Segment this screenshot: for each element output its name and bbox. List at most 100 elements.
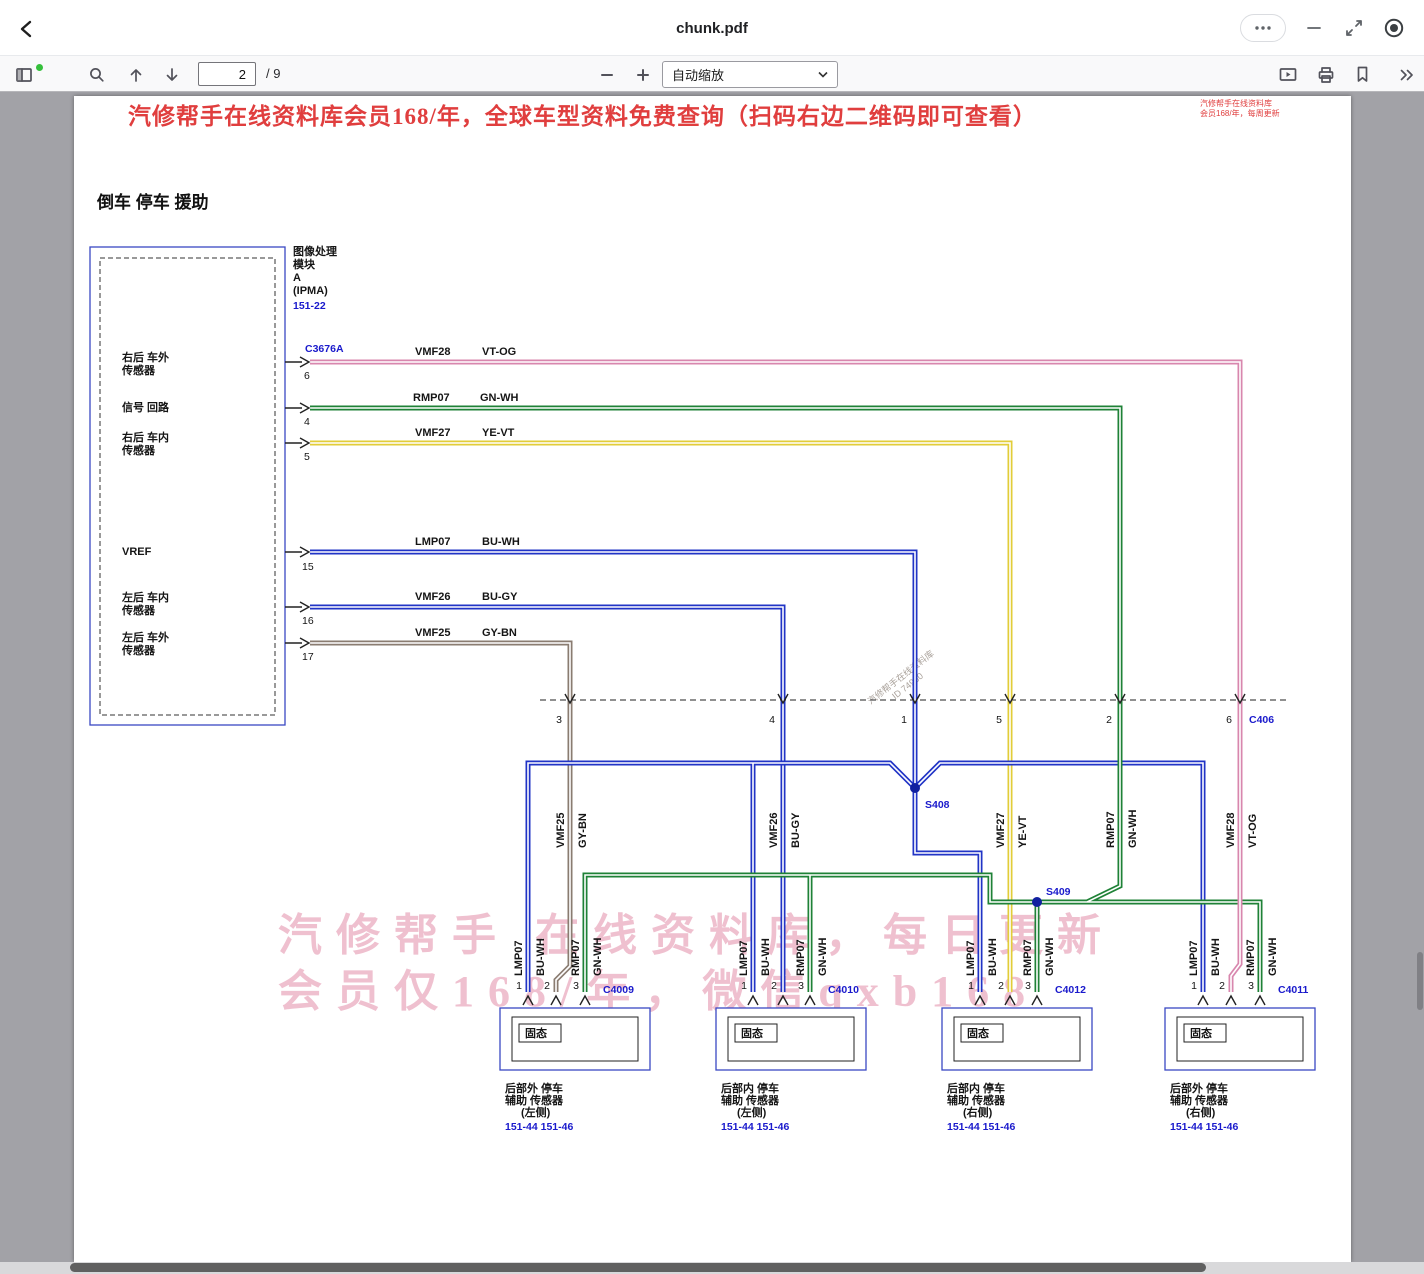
sensor-pin-number: 3 [798,980,804,992]
sensor-wire-circuit: LMP07 [513,941,525,976]
previous-page-button[interactable] [122,61,149,88]
module-pin-number: 4 [304,416,310,428]
wire-circuit-label: VMF28 [415,346,450,358]
horizontal-scrollbar-thumb[interactable] [70,1263,1206,1272]
pin-function-label: 右后 车内 [121,430,169,444]
module-name-line2: 模块 [293,257,316,271]
sensor-page-refs: 151-44 151-46 [1170,1121,1238,1133]
wire-core [309,642,571,993]
sensor-page-refs: 151-44 151-46 [721,1121,789,1133]
c406-pin-arrows [564,693,1246,705]
sensor-pin-number: 1 [1191,980,1197,992]
sensor-pin-number: 2 [1219,980,1225,992]
sensor-connector-label: C4011 [1278,984,1309,996]
zoom-out-button[interactable] [593,61,620,88]
sensor-caption: 后部外 停车 [505,1081,563,1095]
sensor-wire-color: GN-WH [592,937,604,976]
module-pin-number: 16 [302,615,314,627]
chevron-down-icon [818,71,828,78]
sensor-body-box [518,1023,562,1043]
pin-function-label: VREF [122,546,152,558]
find-button[interactable] [83,61,110,88]
sensor-pin-number: 1 [516,980,522,992]
watermark-center-line2: 会员仅168/年，微信qxb168 [278,967,1040,1016]
drop-circuit-label: VMF28 [1225,813,1237,848]
sensor-pin-number: 1 [741,980,747,992]
drop-circuit-label: VMF25 [555,813,567,848]
status-dot [36,64,43,71]
pin-function-label: 信号 回路 [122,400,170,414]
vertical-scrollbar-thumb[interactable] [1417,952,1423,1010]
fullscreen-button[interactable] [1342,16,1366,40]
sensor-caption: 辅助 传感器 [1170,1093,1229,1107]
drop-circuit-label: RMP07 [1105,811,1117,848]
arrow-down-icon [166,67,177,81]
minimize-icon [1307,27,1321,29]
sensor-caption: (右侧) [1186,1105,1216,1119]
pin-function-label: 左后 车外 [121,630,169,644]
module-name-line1: 图像处理 [293,244,337,258]
sensor-caption: 后部内 停车 [721,1081,779,1095]
more-menu-button[interactable] [1240,14,1286,42]
sensor-page-refs: 151-44 151-46 [947,1121,1015,1133]
ellipsis-icon [1255,26,1271,30]
wire-circuit-label: VMF26 [415,591,450,603]
sensor-connector-label: C4012 [1055,984,1086,996]
sensor-wire-color: BU-WH [987,938,999,976]
c406-pin-number: 4 [769,714,775,726]
presentation-mode-button[interactable] [1274,61,1301,88]
wire-vmf25-gy-bn [310,643,570,992]
wire-core [309,551,1204,993]
module-connector-label: C3676A [305,343,344,355]
module-pin-arrows [299,356,311,649]
record-button[interactable] [1382,16,1406,40]
zoom-select[interactable]: 自动缩放 [662,61,838,88]
ipma-module-box [89,246,286,726]
zoom-select-value: 自动缩放 [672,68,725,83]
sensor-connector-label: C4010 [828,984,859,996]
sensor-wire-circuit: LMP07 [965,941,977,976]
chevron-left-icon [20,20,32,38]
minimize-button[interactable] [1302,16,1326,40]
sensor-caption: 辅助 传感器 [947,1093,1006,1107]
sensor-wire-circuit: LMP07 [1188,941,1200,976]
module-page-ref: 151-22 [293,300,326,312]
splice-s408-dot [910,783,920,793]
sensor-caption: 后部内 停车 [947,1081,1005,1095]
sensor-wire-color: GN-WH [817,937,829,976]
sensor-wire-circuit: RMP07 [1022,939,1034,976]
next-page-button[interactable] [158,61,185,88]
wire-core [309,606,784,993]
sensor-wire-color: BU-WH [760,938,772,976]
back-button[interactable] [12,14,42,44]
pdf-viewer: 汽修帮手在线资料库会员168/年，全球车型资料免费查询（扫码右边二维码即可查看）… [0,92,1424,1274]
sensor-body-label: 固态 [967,1026,989,1040]
more-tools-button[interactable] [1393,61,1420,88]
module-pin-number: 15 [302,561,314,573]
sidebar-toggle-button[interactable] [10,61,43,88]
page-number-input[interactable] [198,62,256,86]
sensor-wire-color: GN-WH [1044,937,1056,976]
target-icon [1384,18,1404,38]
wire-lmp07-bu-wh [310,552,1203,992]
printer-icon [1318,66,1333,83]
sensor-caption: 辅助 传感器 [505,1093,564,1107]
wire-color-label: BU-WH [482,536,520,548]
bookmark-button[interactable] [1349,61,1376,88]
expand-arrows-icon [1346,20,1362,36]
horizontal-scrollbar[interactable] [0,1262,1424,1274]
drop-color-label: GN-WH [1127,809,1139,848]
print-button[interactable] [1312,61,1339,88]
sensor-wire-circuit: LMP07 [738,941,750,976]
module-pin-number: 5 [304,451,310,463]
presentation-icon [1279,67,1296,81]
drop-color-label: VT-OG [1247,814,1259,848]
zoom-in-button[interactable] [629,61,656,88]
pin-function-label: 右后 车外 [121,350,169,364]
module-pin-number: 6 [304,370,310,382]
sensor-body-box [960,1023,1004,1043]
ipma-dashed-box [99,257,276,716]
pdf-page: 汽修帮手在线资料库会员168/年，全球车型资料免费查询（扫码右边二维码即可查看）… [74,96,1351,1262]
sidebar-panel-icon [15,67,32,82]
sensor-wire-color: GN-WH [1267,937,1279,976]
